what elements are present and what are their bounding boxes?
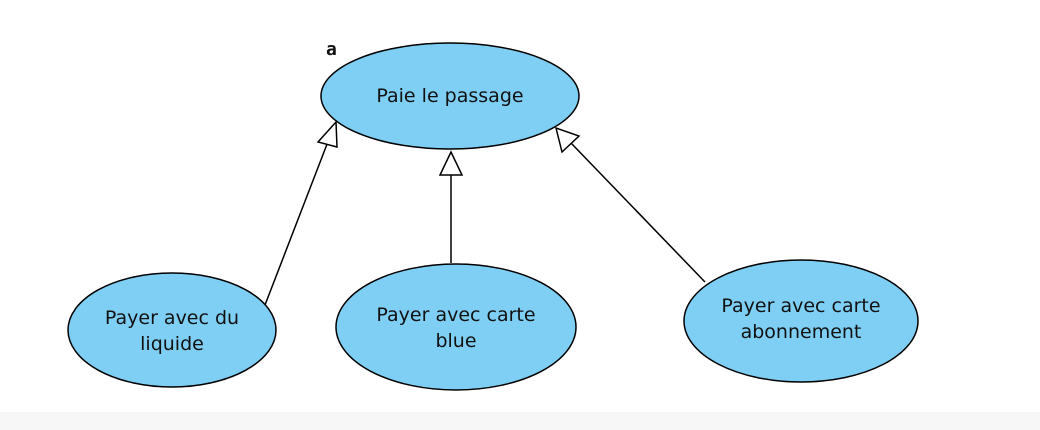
label-paie-le-passage: Paie le passage — [376, 85, 524, 107]
bottom-strip — [0, 412, 1040, 430]
arrowhead-abonnement — [554, 126, 581, 154]
label-payer-carte-abonnement: Payer avec carte abonnement — [721, 295, 881, 343]
generalization-line-abonnement — [570, 142, 706, 283]
arrowhead-carte-blue — [438, 150, 464, 176]
label-payer-liquide: Payer avec du liquide — [104, 307, 240, 355]
use-case-payer-liquide[interactable] — [67, 272, 277, 388]
arrowhead-liquide — [316, 120, 338, 148]
use-case-payer-carte-abonnement[interactable] — [683, 259, 919, 383]
generalization-line-liquide — [264, 138, 330, 306]
use-case-paie-le-passage[interactable] — [320, 42, 580, 150]
corner-mark: a — [326, 39, 337, 60]
label-payer-carte-blue: Payer avec carte blue — [376, 304, 536, 352]
use-case-payer-carte-blue[interactable] — [335, 263, 577, 391]
